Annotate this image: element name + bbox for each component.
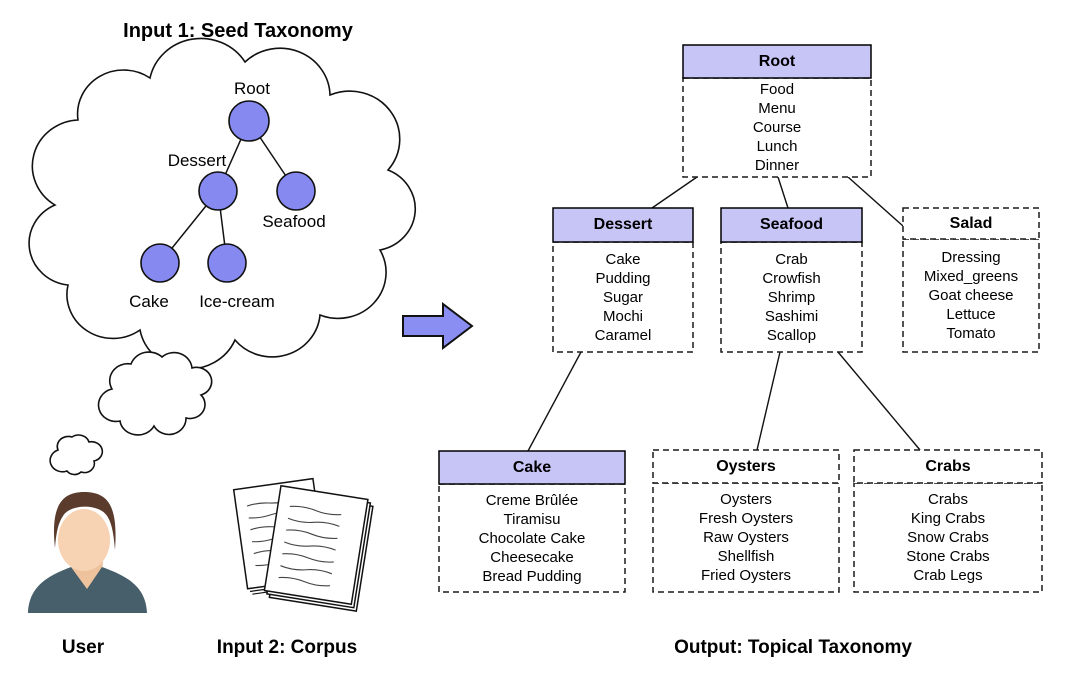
- taxonomy-item: Course: [752, 119, 802, 136]
- taxonomy-box-oysters-items: Oysters Fresh Oysters Raw Oysters Shellf…: [653, 483, 839, 592]
- thought-bubble-small: [49, 434, 104, 476]
- taxonomy-item: Menu: [758, 100, 796, 117]
- taxonomy-connectors: [527, 176, 921, 452]
- taxonomy-box-dessert-title: Dessert: [593, 216, 653, 233]
- taxonomy-item: Raw Oysters: [703, 529, 789, 546]
- tree-label-icecream: Ice-cream: [199, 292, 275, 311]
- taxonomy-item: Tiramisu: [503, 510, 561, 528]
- taxonomy-item: Creme Brûlée: [485, 491, 579, 509]
- tree-node-cake: [140, 243, 180, 283]
- corpus-label: Input 2: Corpus: [216, 637, 358, 658]
- taxonomy-item: Crowfish: [762, 269, 821, 287]
- user-label: User: [61, 637, 105, 658]
- tree-label-seafood: Seafood: [262, 212, 326, 231]
- taxonomy-item: King Crabs: [910, 510, 986, 527]
- taxonomy-item: Pudding: [595, 269, 651, 287]
- taxonomy-item: Tomato: [946, 325, 996, 342]
- taxonomy-item: Fresh Oysters: [698, 510, 794, 527]
- user-avatar: [28, 492, 147, 613]
- taxonomy-item: Dinner: [754, 157, 800, 174]
- seed-tree-nodes: [140, 100, 316, 283]
- taxonomy-item: Cheesecake: [490, 548, 574, 566]
- taxonomy-item: Oysters: [720, 491, 772, 508]
- taxonomy-box-crabs-title: Crabs: [925, 457, 971, 475]
- taxonomy-item: Dressing: [941, 249, 1001, 266]
- taxonomy-item: Mochi: [602, 307, 643, 325]
- taxonomy-box-crabs-items: Crabs King Crabs Snow Crabs Stone Crabs …: [854, 483, 1042, 592]
- taxonomy-box-cake-title: Cake: [512, 458, 552, 476]
- taxonomy-box-frames: [438, 44, 1043, 593]
- flow-arrow-icon: [402, 301, 474, 351]
- taxonomy-item: Crab Legs: [913, 567, 983, 584]
- tree-node-dessert: [198, 171, 238, 211]
- taxonomy-item: Stone Crabs: [906, 548, 990, 565]
- taxonomy-item: Lettuce: [946, 306, 996, 323]
- tree-node-icecream: [207, 243, 247, 283]
- taxonomy-item: Food: [759, 81, 795, 98]
- taxonomy-item: Crab: [775, 250, 808, 268]
- taxonomy-item: Sugar: [602, 288, 644, 306]
- taxonomy-item: Fried Oysters: [700, 567, 791, 584]
- corpus-documents-icon: [232, 477, 374, 612]
- taxonomy-item: Scallop: [766, 326, 817, 344]
- taxonomy-item: Shrimp: [767, 288, 816, 306]
- taxonomy-item: Mixed_greens: [923, 268, 1019, 285]
- seed-taxonomy-title: Input 1: Seed Taxonomy: [123, 20, 353, 42]
- tree-node-root: [228, 100, 270, 142]
- taxonomy-item: Shellfish: [717, 548, 775, 565]
- taxonomy-box-cake-items: Creme Brûlée Tiramisu Chocolate Cake Che…: [439, 484, 625, 592]
- taxonomy-item: Bread Pudding: [482, 567, 582, 585]
- taxonomy-box-salad-title: Salad: [949, 214, 993, 232]
- taxonomy-item: Sashimi: [764, 307, 819, 325]
- taxonomy-box-salad-items: Dressing Mixed_greens Goat cheese Lettuc…: [903, 239, 1039, 352]
- taxonomy-item: Caramel: [594, 326, 652, 344]
- taxonomy-item: Crabs: [927, 491, 968, 508]
- taxonomy-box-seafood-items: Crab Crowfish Shrimp Sashimi Scallop: [721, 242, 862, 352]
- taxonomy-item: Goat cheese: [928, 287, 1014, 304]
- tree-label-cake: Cake: [129, 292, 169, 311]
- taxonomy-item: Snow Crabs: [907, 529, 989, 546]
- taxonomy-box-root-items: Food Menu Course Lunch Dinner: [683, 78, 871, 177]
- thought-bubble-large: [97, 351, 213, 436]
- taxonomy-box-seafood-title: Seafood: [759, 216, 824, 233]
- taxonomy-item: Chocolate Cake: [478, 529, 586, 547]
- tree-label-root: Root: [234, 79, 270, 98]
- taxonomy-box-oysters-title: Oysters: [716, 457, 776, 475]
- tree-node-seafood: [276, 171, 316, 211]
- taxonomy-item: Lunch: [756, 138, 798, 155]
- output-taxonomy-title: Output: Topical Taxonomy: [674, 637, 912, 658]
- taxonomy-box-dessert-items: Cake Pudding Sugar Mochi Caramel: [553, 242, 693, 352]
- taxonomy-box-root-title: Root: [758, 52, 796, 70]
- taxonomy-item: Cake: [605, 250, 641, 268]
- tree-label-dessert: Dessert: [167, 151, 227, 170]
